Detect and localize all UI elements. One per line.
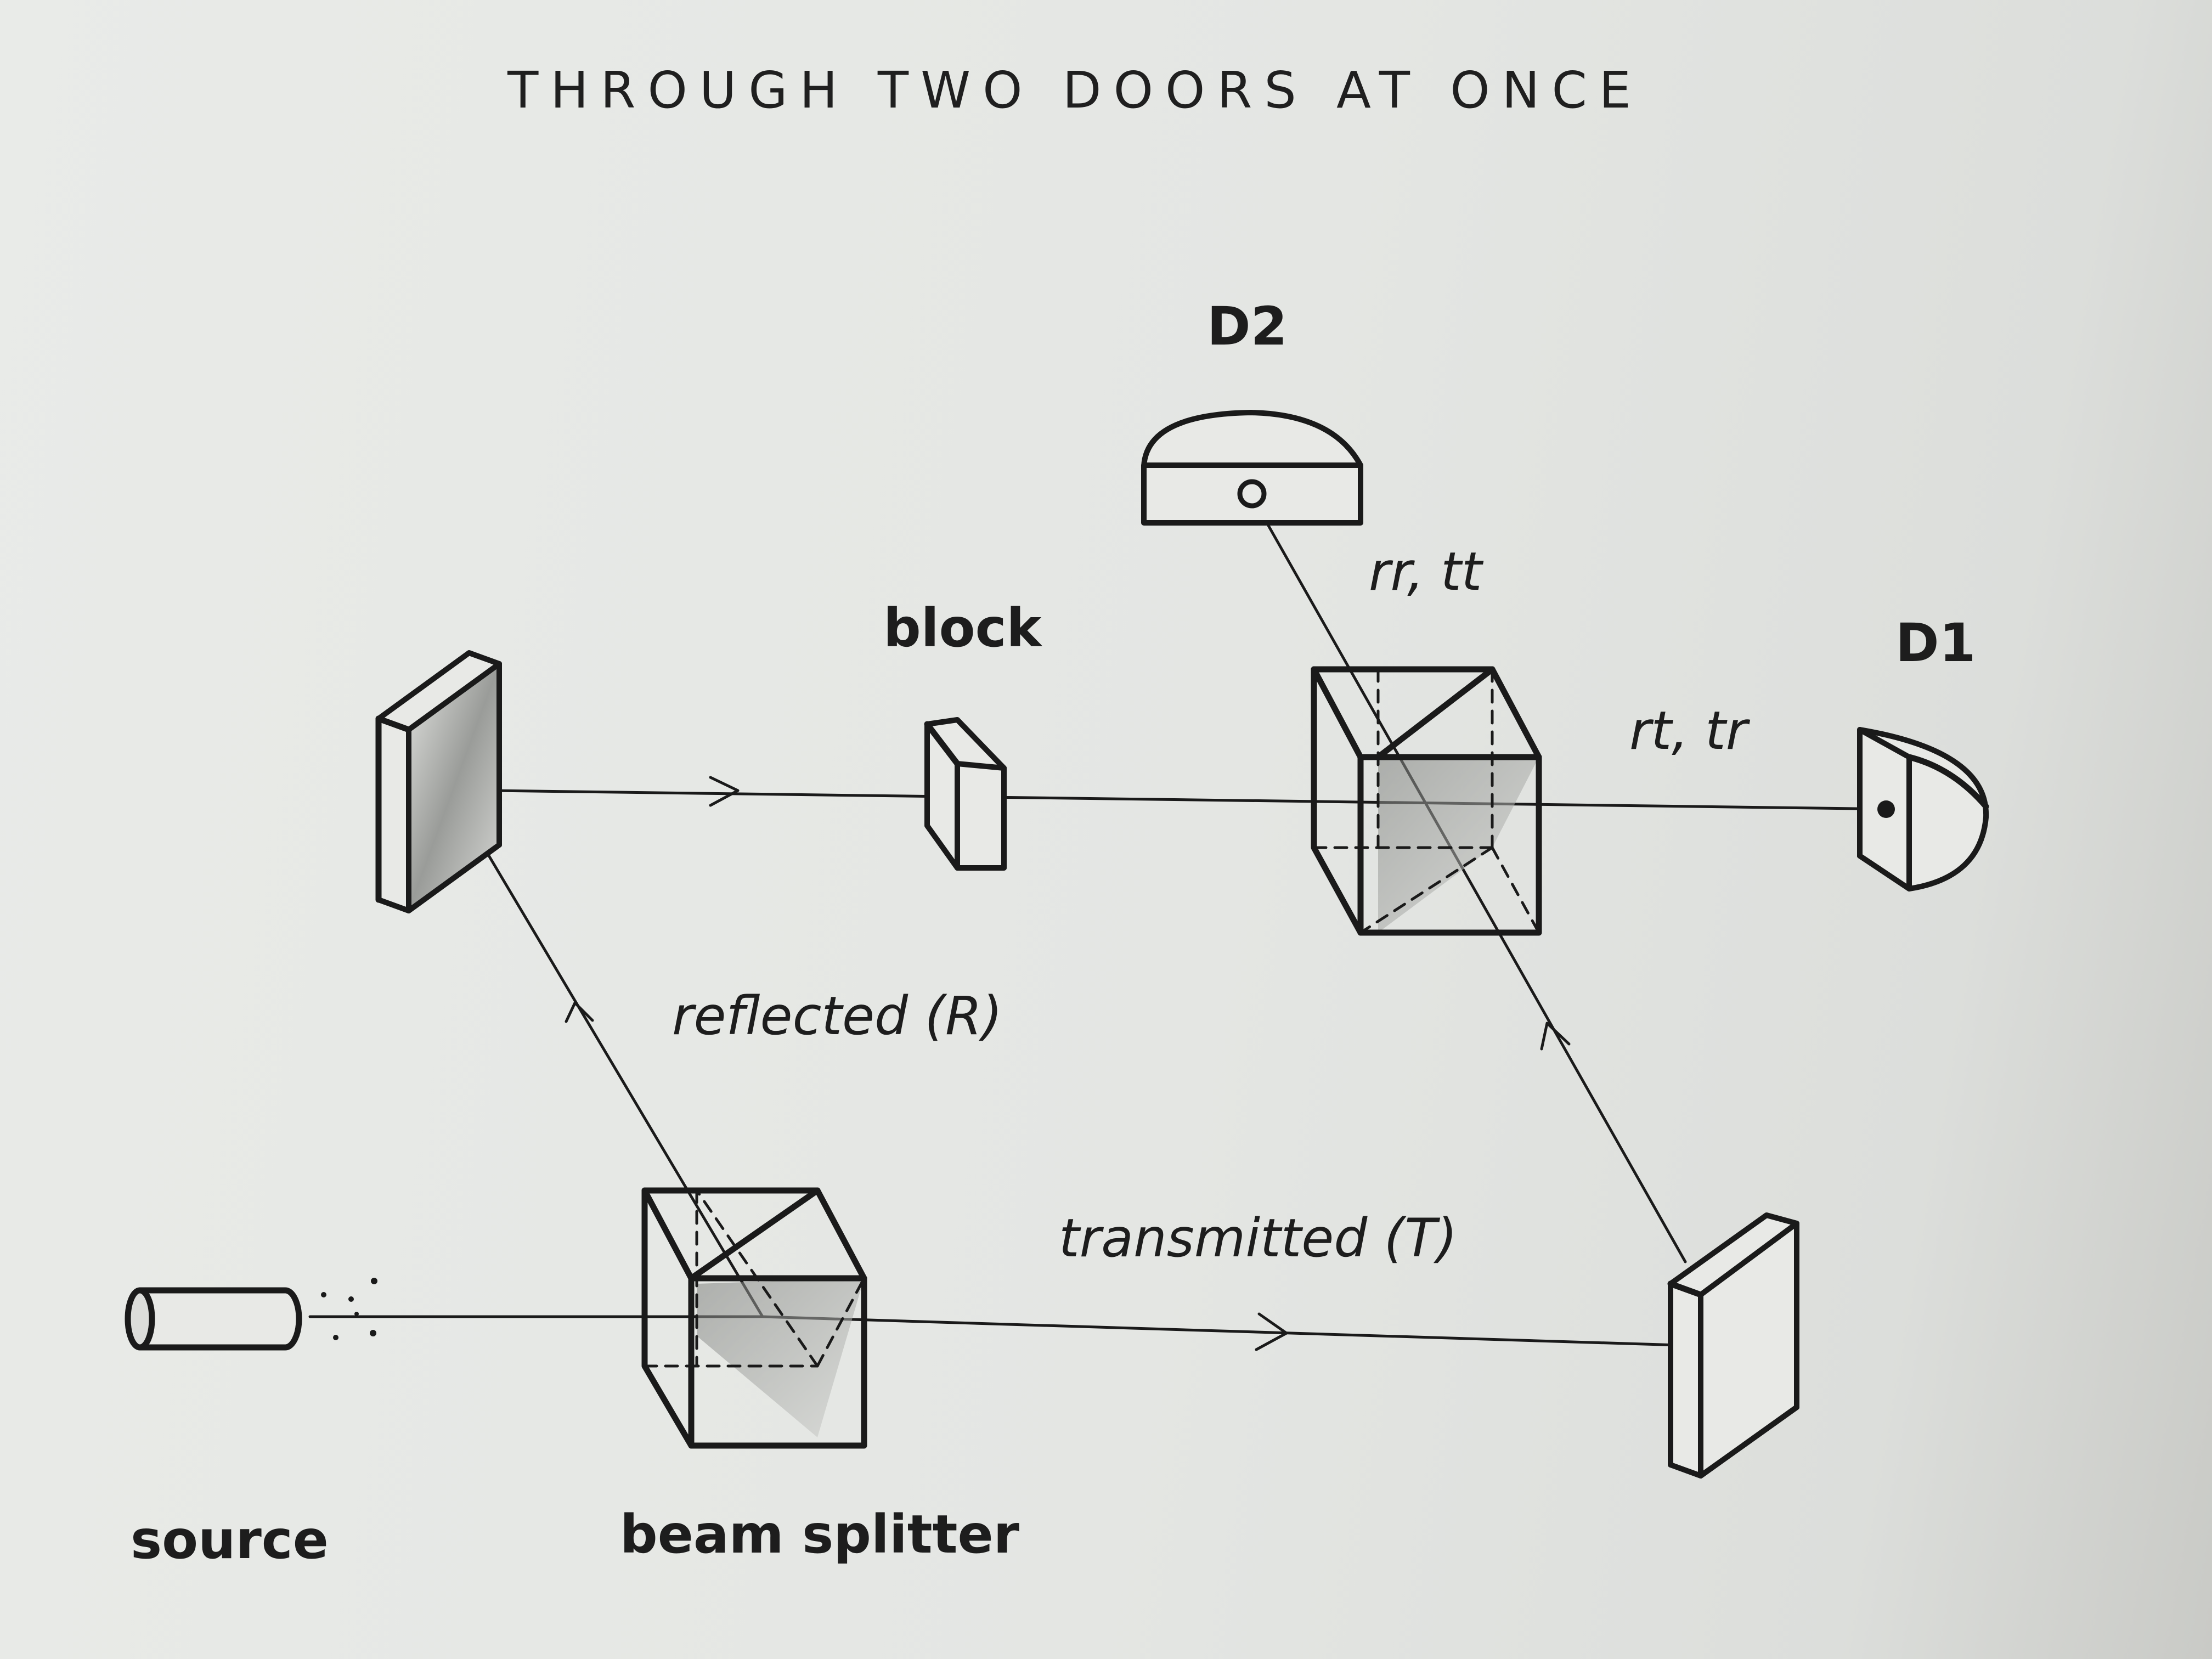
- mirror-upper-left: [375, 650, 502, 913]
- label-block: block: [883, 597, 1042, 659]
- photon-dots: [321, 1278, 377, 1340]
- light-source: [125, 1278, 377, 1351]
- arrow-right: [1540, 1022, 1571, 1051]
- d1-aperture: [1877, 800, 1895, 818]
- figure-title: THROUGH TWO DOORS AT ONCE: [507, 61, 1643, 120]
- label-reflected: reflected (R): [672, 985, 1002, 1047]
- beam-upper: [448, 788, 1900, 811]
- arrow-reflected: [565, 1001, 594, 1023]
- beam-splitter-2: [1311, 666, 1542, 936]
- label-transmitted: transmitted (T): [1059, 1207, 1457, 1269]
- beam-right: [1250, 495, 1687, 1263]
- label-beam-splitter: beam splitter: [620, 1504, 1020, 1565]
- arrow-upper: [709, 776, 740, 807]
- label-source: source: [131, 1509, 329, 1571]
- arrow-transmitted: [1255, 1312, 1288, 1351]
- beam-paths: [308, 495, 1900, 1347]
- d2-aperture: [1237, 479, 1267, 509]
- detector-d2: [1141, 410, 1363, 526]
- label-output-d1: rt, tr: [1629, 700, 1751, 761]
- beam-splitter-1: [641, 1187, 867, 1449]
- detector-d1: [1857, 727, 1989, 891]
- mirror-lower-right: [1667, 1212, 1799, 1479]
- label-output-d2: rr, tt: [1369, 541, 1484, 602]
- beam-transmitted: [761, 1315, 1680, 1347]
- beam-reflected: [448, 788, 764, 1318]
- label-d2: D2: [1207, 296, 1287, 357]
- block: [924, 717, 1007, 871]
- label-d1: D1: [1895, 612, 1976, 674]
- beam-arrows: [565, 776, 1571, 1351]
